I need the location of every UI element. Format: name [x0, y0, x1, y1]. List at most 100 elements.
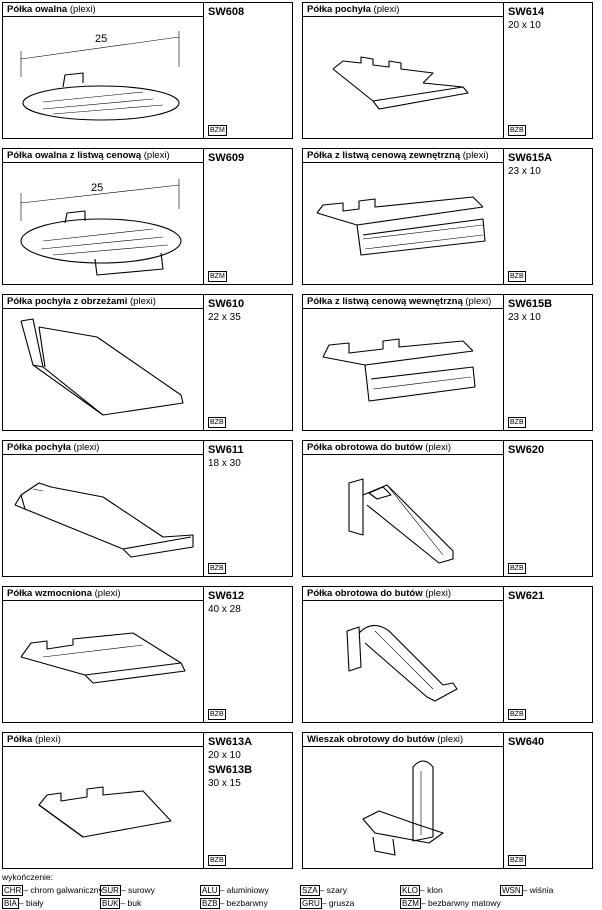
product-image-panel: Półka z listwą cenową wewnętrzną (plexi): [303, 295, 504, 430]
product-code: SW610: [208, 298, 245, 310]
legend-entry: BZB– bezbarwny: [200, 898, 268, 909]
product-code: SW611: [208, 444, 244, 456]
product-card-sw611: Półka pochyła (plexi) SW611 18 x 30 BZB: [2, 440, 293, 577]
product-card-sw609: Półka owalna z listwą cenową (plexi) 25 …: [2, 148, 293, 285]
product-image-panel: Półka wzmocniona (plexi): [3, 587, 204, 722]
product-dimensions-2: 30 x 15: [208, 778, 241, 789]
oval-shelf-price-strip-drawing: 25: [20, 179, 182, 276]
product-title: Półka obrotowa do butów (plexi): [303, 587, 504, 601]
product-code: SW609: [208, 152, 245, 164]
finish-badge: BZM: [208, 271, 227, 282]
product-code: SW613A: [208, 736, 253, 748]
product-dimensions: 40 x 28: [208, 604, 241, 615]
product-info: SW615B 23 x 10: [508, 297, 552, 325]
shelf-internal-price-strip-drawing: [322, 338, 476, 402]
product-title: Półka pochyła (plexi): [3, 441, 204, 455]
legend-entry: SZA– szary: [300, 885, 347, 896]
product-code: SW620: [508, 444, 545, 456]
product-image-panel: Półka obrotowa do butów (plexi): [303, 441, 504, 576]
finish-badge: BZB: [508, 271, 526, 282]
product-title: Półka owalna (plexi): [3, 3, 204, 17]
product-title: Półka wzmocniona (plexi): [3, 587, 204, 601]
shelf-external-price-strip-drawing: [316, 196, 486, 256]
product-image-panel: Wieszak obrotowy do butów (plexi): [303, 733, 504, 868]
finish-badge: BZB: [508, 417, 526, 428]
product-info: SW615A 23 x 10: [508, 151, 552, 179]
product-image-panel: Półka pochyła (plexi): [3, 441, 204, 576]
product-card-sw610: Półka pochyła z obrzeżami (plexi) SW610 …: [2, 294, 293, 431]
product-image-panel: Półka obrotowa do butów (plexi): [303, 587, 504, 722]
product-image-panel: Półka owalna (plexi) 25: [3, 3, 204, 138]
product-code: SW615B: [508, 298, 553, 310]
product-code: SW640: [508, 736, 545, 748]
product-image-panel: Półka pochyła (plexi): [303, 3, 504, 138]
dimension-label: 25: [95, 33, 107, 45]
product-card-sw612: Półka wzmocniona (plexi) SW612 40 x 28 B…: [2, 586, 293, 723]
product-dimensions: 20 x 10: [208, 750, 241, 761]
product-dimensions: 23 x 10: [508, 166, 541, 177]
sloped-shelf-lip-drawing: [14, 482, 194, 558]
product-image-panel: Półka (plexi): [3, 733, 204, 868]
finish-badge: BZB: [208, 709, 226, 720]
product-title: Półka owalna z listwą cenową (plexi): [3, 149, 204, 163]
shoe-shelf-drawing: [348, 478, 454, 564]
product-title: Półka z listwą cenową wewnętrzną (plexi): [303, 295, 504, 309]
product-title: Półka (plexi): [3, 733, 204, 747]
product-card-sw640: Wieszak obrotowy do butów (plexi) SW640 …: [302, 732, 593, 869]
product-code: SW621: [508, 590, 545, 602]
product-card-sw620: Półka obrotowa do butów (plexi) SW620 BZ…: [302, 440, 593, 577]
product-info: SW608: [208, 5, 244, 19]
legend-entry: KLO– klon: [400, 885, 443, 896]
product-code: SW612: [208, 590, 245, 602]
sloped-shelf-drawing: [332, 56, 469, 110]
legend-entry: CHR– chrom galwaniczny: [2, 885, 103, 896]
finish-badge: BZB: [508, 125, 526, 136]
legend-entry: WSN– wiśnia: [500, 885, 554, 896]
sloped-shelf-edges-drawing: [20, 318, 184, 416]
product-image-panel: Półka owalna z listwą cenową (plexi) 25: [3, 149, 204, 284]
legend-header: wykończenie:: [2, 872, 54, 882]
product-dimensions: 18 x 30: [208, 458, 241, 469]
finish-badge: BZB: [508, 855, 526, 866]
product-code: SW608: [208, 6, 245, 18]
product-code: SW614: [508, 6, 545, 18]
product-title: Półka z listwą cenową zewnętrzną (plexi): [303, 149, 504, 163]
legend-entry: BUK– buk: [100, 898, 142, 909]
product-image-panel: Półka pochyła z obrzeżami (plexi): [3, 295, 204, 430]
product-info: SW621: [508, 589, 544, 603]
legend-entry: ALU– aluminiowy: [200, 885, 269, 896]
oval-shelf-drawing: 25: [20, 31, 180, 121]
product-card-sw614: Półka pochyła (plexi) SW614 20 x 10 BZB: [302, 2, 593, 139]
finish-badge: BZB: [208, 563, 226, 574]
product-info: SW613A 20 x 10 SW613B 30 x 15: [208, 735, 252, 791]
product-code: SW615A: [508, 152, 553, 164]
product-info: SW610 22 x 35: [208, 297, 244, 325]
product-info: SW609: [208, 151, 244, 165]
product-image-panel: Półka z listwą cenową zewnętrzną (plexi): [303, 149, 504, 284]
reinforced-shelf-drawing: [20, 632, 186, 684]
product-dimensions: 22 x 35: [208, 312, 241, 323]
finish-badge: BZB: [508, 709, 526, 720]
dimension-label: 25: [91, 182, 103, 194]
product-info: SW614 20 x 10: [508, 5, 544, 33]
product-card-sw615b: Półka z listwą cenową wewnętrzną (plexi)…: [302, 294, 593, 431]
finish-badge: BZB: [508, 563, 526, 574]
product-card-sw615a: Półka z listwą cenową zewnętrzną (plexi)…: [302, 148, 593, 285]
product-card-sw608: Półka owalna (plexi) 25 SW608 BZM: [2, 2, 293, 139]
product-info: SW640: [508, 735, 544, 749]
product-title: Półka pochyła z obrzeżami (plexi): [3, 295, 204, 309]
finish-badge: BZB: [208, 417, 226, 428]
product-info: SW612 40 x 28: [208, 589, 244, 617]
product-card-sw613: Półka (plexi) SW613A 20 x 10 SW613B 30 x…: [2, 732, 293, 869]
product-title: Półka obrotowa do butów (plexi): [303, 441, 504, 455]
legend-entry: BIA– biały: [2, 898, 44, 909]
legend-entry: BZM– bezbarwny matowy: [400, 898, 501, 909]
product-title: Półka pochyła (plexi): [303, 3, 504, 17]
shoe-hanger-drawing: [362, 760, 444, 856]
product-dimensions: 20 x 10: [508, 20, 541, 31]
product-card-sw621: Półka obrotowa do butów (plexi) SW621 BZ…: [302, 586, 593, 723]
legend-entry: SUR– surowy: [100, 885, 155, 896]
finish-badge: BZM: [208, 125, 227, 136]
finish-badge: BZB: [208, 855, 226, 866]
product-code-2: SW613B: [208, 764, 253, 776]
